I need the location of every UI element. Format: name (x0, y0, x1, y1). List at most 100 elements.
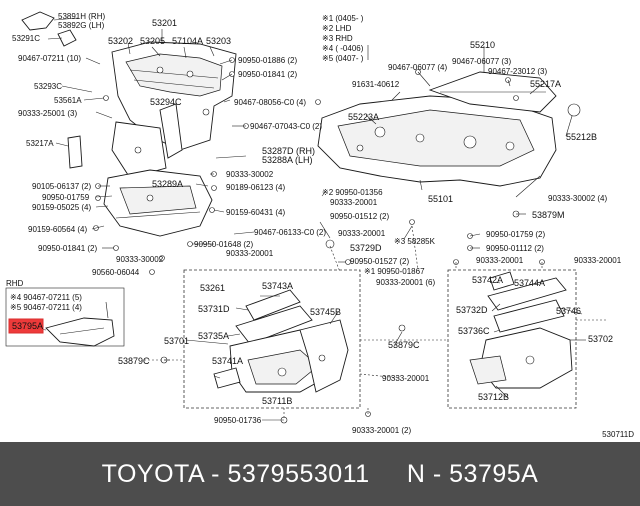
label-14: 90560-06044 (92, 268, 140, 277)
label-20: 53294C (150, 97, 182, 107)
leader-lines (13, 17, 586, 421)
label-36: 90467-23012 (3) (488, 67, 547, 76)
label-16: 53202 (108, 36, 133, 46)
bracket-53891h (21, 11, 55, 31)
label-7: 53217A (26, 139, 54, 148)
cross-member-rib (115, 211, 201, 219)
label-2: 53291C (12, 34, 40, 43)
note-5: ※5 (0407- ) (322, 54, 364, 63)
dash-panel-inner (337, 109, 535, 167)
label-41: 55212B (566, 132, 597, 142)
bracket-hole-1 (134, 146, 142, 154)
footer-bar: TOYOTA - 5379553011 N - 53795A (0, 442, 640, 506)
apron-53746 (493, 299, 565, 333)
label-74: 53736C (458, 326, 490, 336)
label-62: 53735A (198, 331, 229, 341)
apron-53735a (235, 305, 313, 345)
dashed-reference-lines (144, 225, 608, 420)
note-4: ※4 ( -0406) (322, 44, 364, 53)
label-27: 53289A (152, 179, 183, 189)
diagram-code: 530711D (602, 430, 634, 439)
rhd-part-53795a (45, 317, 115, 347)
label-30: 90159-60431 (4) (226, 208, 285, 217)
label-29: 90189-06123 (4) (226, 183, 285, 192)
label-39: 55217A (530, 79, 561, 89)
label-3: 90467-07211 (10) (18, 54, 81, 63)
label-70: 53742A (472, 275, 503, 285)
brace-53294c (159, 103, 183, 159)
note-2: ※2 LHD (322, 24, 352, 33)
label-19: 53203 (206, 36, 231, 46)
bracket-53291c (57, 29, 77, 47)
label-40: 55223A (348, 112, 379, 122)
cowl-rib-1 (129, 69, 219, 79)
label-48: 90333-30002 (4) (548, 194, 607, 203)
cowl-panel-inner (125, 53, 223, 97)
label-51: ※3 58285K (394, 237, 436, 246)
label-49: 53879M (532, 210, 565, 220)
label-67: 90950-01736 (214, 416, 262, 425)
parts-diagram: ※1 (0405- ) ※2 LHD ※3 RHD ※4 ( -0406) ※5… (5, 11, 635, 439)
dash-hole-4 (505, 141, 515, 151)
label-66: 53879C (118, 356, 150, 366)
label-64: 53741A (212, 356, 243, 366)
label-8: 90105-06137 (2) (32, 182, 91, 191)
label-34: 90467-06077 (4) (388, 63, 447, 72)
label-1: 53892G (LH) (58, 21, 105, 30)
label-13: 90333-30002 (116, 255, 164, 264)
label-6: 90333-25001 (3) (18, 109, 77, 118)
plate-53741a (213, 367, 241, 389)
apron-hole-1 (277, 367, 287, 377)
cowl-hole-3 (202, 108, 210, 116)
dash-hole-1 (374, 126, 386, 138)
label-17: 53205 (140, 36, 165, 46)
rhd-line-2: ※5 90467-07211 (4) (10, 303, 82, 312)
label-77: 53879C (388, 340, 420, 350)
label-9: 90950-01759 (42, 193, 90, 202)
label-11: 90159-60564 (4) (28, 225, 87, 234)
label-24: 90467-07043-C0 (2) (250, 122, 322, 131)
support-53217a (67, 135, 83, 169)
rhd-part-rib (59, 327, 105, 335)
label-60: 53731D (198, 304, 230, 314)
label-26: 53288A (LH) (262, 155, 313, 165)
label-0: 53891H (RH) (58, 12, 105, 21)
dash-hole-2 (415, 133, 425, 143)
label-75: 53702 (588, 334, 613, 344)
rhd-inset-box (5, 287, 125, 347)
label-73: 53746 (556, 306, 581, 316)
label-53: 90950-01527 (2) (350, 257, 409, 266)
cross-member-inner (119, 185, 197, 215)
label-22: 90950-01841 (2) (238, 70, 297, 79)
label-55: 90333-20001 (6) (376, 278, 435, 287)
apron-53744a (487, 277, 567, 311)
label-42: ※2 90950-01356 (322, 188, 383, 197)
label-4: 53293C (34, 82, 62, 91)
label-28: 90333-30002 (226, 170, 274, 179)
label-43: 90333-20001 (330, 198, 378, 207)
label-38: 91631-40612 (352, 80, 400, 89)
detail-box-lhd (183, 269, 361, 409)
apron-right-hole (525, 355, 535, 365)
detail-box-rhd (447, 269, 577, 409)
label-52: 90950-01112 (2) (486, 244, 544, 253)
cowl-hole-1 (156, 66, 164, 74)
label-44: 90950-01512 (2) (330, 212, 389, 221)
label-57: 90333-20001 (574, 256, 622, 265)
note-1: ※1 (0405- ) (322, 14, 364, 23)
label-45: 90333-20001 (338, 229, 386, 238)
label-76: 53712B (478, 392, 509, 402)
footer-part-number: TOYOTA - 5379553011 N - 53795A (101, 459, 539, 488)
label-15: 53201 (152, 18, 177, 28)
label-72: 53732D (456, 305, 488, 315)
label-71: 53744A (514, 278, 545, 288)
notes-block: ※1 (0405- ) ※2 LHD ※3 RHD ※4 ( -0406) ※5… (322, 14, 364, 63)
label-56: 90333-20001 (476, 256, 524, 265)
label-21: 90950-01886 (2) (238, 56, 297, 65)
plate-53742a (489, 271, 515, 291)
label-31: 90467-06133-C0 (2) (254, 228, 326, 237)
dash-hole-5 (356, 144, 364, 152)
rhd-part-label: 53795A (12, 321, 43, 331)
label-25: 53287D (RH) (262, 146, 315, 156)
label-10: 90159-05025 (4) (32, 203, 91, 212)
